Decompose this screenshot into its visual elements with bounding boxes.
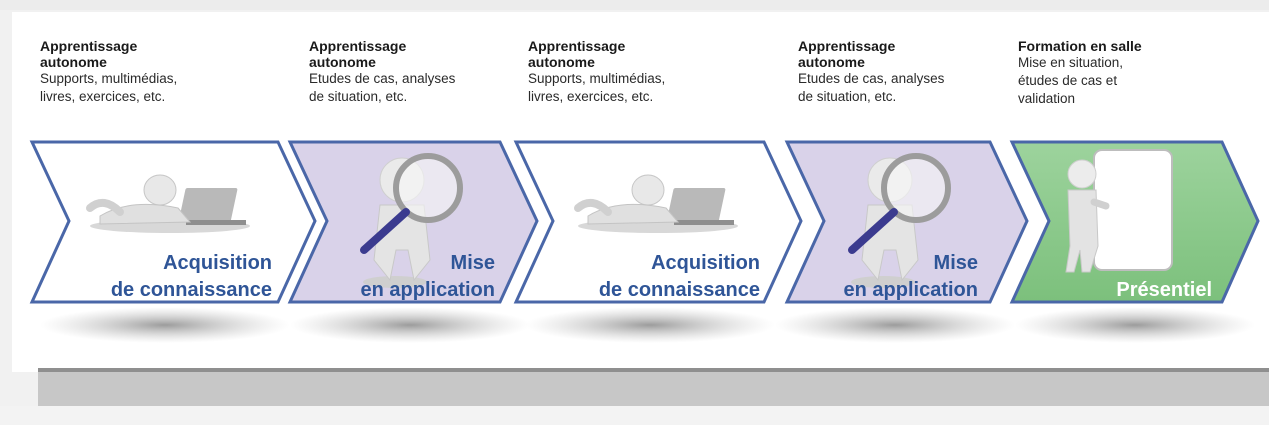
stage-3-label-line1: Acquisition: [651, 252, 760, 274]
magnifying-glass-figure-icon: [848, 153, 951, 288]
stage-4-text: Apprentissage autonome Etudes de cas, an…: [798, 38, 1018, 106]
stage-1-title: Apprentissage autonome: [40, 38, 138, 70]
stage-3-title: Apprentissage autonome: [528, 38, 626, 70]
stage-2-text: Apprentissage autonome Etudes de cas, an…: [309, 38, 529, 106]
stage-4-label-line2: en application: [844, 279, 978, 301]
bottom-band: [38, 372, 1269, 406]
stage-5-title: Formation en salle: [1018, 38, 1142, 54]
stage-shadow: [775, 307, 1015, 343]
chevron-labels: Acquisition de connaissance Mise en appl…: [111, 252, 1212, 301]
stage-1-text: Apprentissage autonome Supports, multimé…: [40, 38, 260, 106]
bottom-rule: [38, 368, 1269, 373]
stage-5-description: Mise en situation, études de cas et vali…: [1018, 55, 1124, 106]
stage-1-label-line1: Acquisition: [163, 252, 272, 274]
stage-4-description: Etudes de cas, analyses de situation, et…: [798, 71, 945, 104]
stage-2-description: Etudes de cas, analyses de situation, et…: [309, 71, 456, 104]
stage-4-label-line1: Mise: [934, 252, 978, 274]
top-rule: [0, 0, 1269, 10]
stage-shadow: [290, 307, 530, 343]
stage-1-label-line2: de connaissance: [111, 279, 272, 301]
stage-shadow: [525, 307, 775, 343]
stage-shadow: [40, 307, 290, 343]
stage-2-label-line1: Mise: [451, 252, 495, 274]
stage-3-description: Supports, multimédias, livres, exercices…: [528, 71, 666, 104]
stage-5-text: Formation en salle Mise en situation, ét…: [1018, 38, 1228, 108]
figure-lying-laptop-icon: [86, 174, 250, 233]
stage-5-label-line2: Présentiel: [1116, 279, 1212, 301]
stage-3-label-line2: de connaissance: [599, 279, 760, 301]
stage-1-description: Supports, multimédias, livres, exercices…: [40, 71, 178, 104]
bottom-margin: [0, 406, 1269, 425]
shadows: [40, 307, 1255, 343]
stage-3-text: Apprentissage autonome Supports, multimé…: [528, 38, 748, 106]
stage-2-label-line2: en application: [361, 279, 495, 301]
magnifying-glass-figure-icon: [360, 153, 463, 288]
stage-2-title: Apprentissage autonome: [309, 38, 407, 70]
figure-lying-laptop-icon: [574, 174, 738, 233]
stage-shadow: [1015, 307, 1255, 343]
figure-with-board-icon: [1065, 149, 1173, 273]
stage-4-title: Apprentissage autonome: [798, 38, 896, 70]
